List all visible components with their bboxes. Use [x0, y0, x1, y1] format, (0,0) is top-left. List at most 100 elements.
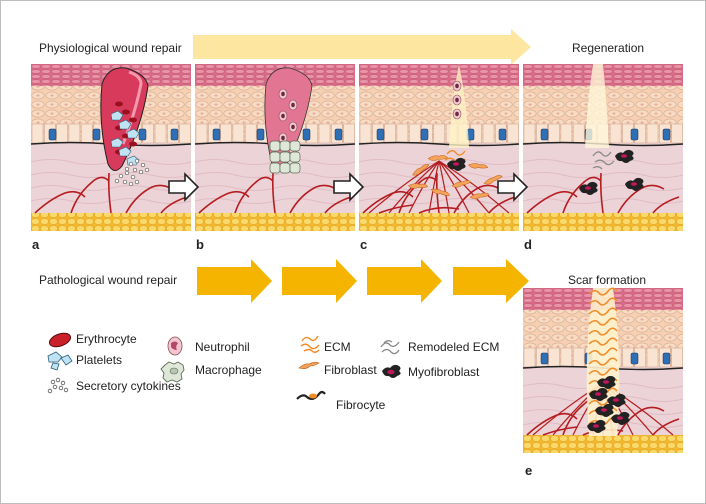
excess-ecm: [588, 287, 618, 296]
cytokine: [118, 173, 124, 179]
macrophage-icon: [160, 361, 185, 383]
basal-nucleus: [138, 128, 147, 141]
blood-vessel: [652, 196, 680, 214]
macrophage: [279, 162, 291, 174]
pathological-wound-repair-label: Pathological wound repair: [39, 273, 178, 287]
blood-vessel: [617, 406, 665, 436]
neutrophil-nucleus: [281, 113, 285, 119]
legend-macrophage: Macrophage: [195, 363, 262, 377]
platelet: [118, 119, 132, 130]
basal-nucleus: [48, 128, 57, 141]
basal-cell: [343, 123, 355, 144]
basal-cell: [56, 123, 68, 144]
neutrophil-nucleus: [455, 83, 459, 89]
basal-cell: [572, 123, 585, 144]
dermal-fiber: [358, 172, 520, 178]
basal-cell: [220, 123, 232, 144]
blood-vessel: [453, 184, 501, 214]
macrophage: [269, 162, 281, 174]
blood-vessel: [398, 176, 438, 214]
excess-ecm: [588, 357, 618, 366]
blood-vessel: [488, 196, 516, 214]
excess-ecm: [588, 297, 618, 306]
basal-cell: [244, 123, 257, 144]
basal-cell: [396, 123, 409, 144]
blood-vessel: [526, 190, 578, 214]
macrophage: [279, 151, 291, 163]
panel-a-wound: [30, 64, 192, 231]
legend-secretory-cytokines: Secretory cytokines: [76, 379, 181, 393]
panel-letter-e: e: [525, 463, 533, 478]
macrophage: [269, 140, 281, 152]
macrophage: [289, 151, 301, 163]
angiogenic-vessel: [368, 160, 440, 214]
remodeled-ecm: [594, 159, 615, 166]
basal-cell: [80, 123, 93, 144]
basal-nucleus: [256, 128, 265, 141]
basal-cell: [482, 123, 495, 144]
basal-cell: [359, 123, 372, 144]
cytokine: [132, 167, 138, 173]
myofibroblast-nucleus: [617, 416, 623, 420]
fibroblast: [451, 180, 472, 188]
dermal-fiber: [194, 185, 356, 191]
legend-fibrocyte: Fibrocyte: [336, 398, 386, 412]
cytokine: [114, 178, 120, 184]
basal-cell: [507, 123, 519, 144]
panel-letter-d: d: [524, 237, 532, 252]
remodeled-ecm-icon: [380, 340, 400, 355]
basal-nucleus: [540, 128, 549, 141]
cytokine: [134, 179, 140, 185]
panel-letter-a: a: [32, 237, 40, 252]
basal-nucleus: [334, 128, 343, 141]
basal-nucleus: [170, 128, 179, 141]
excess-ecm: [588, 337, 618, 346]
fibroblast: [468, 163, 489, 169]
panel-d-regeneration: [522, 64, 684, 231]
basal-cell: [433, 123, 446, 144]
erythrocyte: [129, 141, 137, 147]
subcutaneous-fat: [523, 435, 683, 453]
basal-cell: [523, 123, 536, 144]
fibroblast: [483, 175, 503, 185]
fibroblast-icon: [298, 361, 320, 369]
basal-nucleus: [630, 352, 639, 365]
cytokine: [124, 166, 130, 172]
fibroblast: [469, 192, 490, 200]
transition-arrows: [168, 172, 529, 202]
subcutaneous-fat: [523, 213, 683, 231]
basal-cell: [548, 347, 560, 368]
myofibroblast-nucleus: [621, 154, 627, 158]
basal-nucleus: [662, 128, 671, 141]
basal-cell: [671, 123, 683, 144]
blood-vessel: [418, 206, 460, 214]
myofibroblast-icon: [382, 364, 401, 378]
physiological-arrow: [193, 29, 531, 65]
angiogenic-vessel: [438, 160, 510, 214]
macrophage: [269, 151, 281, 163]
wound-channel: [449, 64, 469, 148]
macrophage: [289, 162, 301, 174]
basal-cell: [548, 123, 560, 144]
neutrophil-nucleus: [281, 91, 285, 97]
legend-platelets: Platelets: [76, 353, 123, 367]
ecm-fiber: [446, 150, 466, 156]
fibrocyte-icon: [296, 390, 326, 401]
basement-membrane: [358, 141, 520, 147]
legend-fibroblast: Fibroblast: [324, 363, 377, 377]
panel-b-inflammation: [194, 64, 356, 231]
dermal-fiber: [194, 172, 356, 178]
basal-cell: [609, 123, 622, 144]
blood-vessel: [125, 184, 173, 214]
myofibroblast-nucleus: [631, 182, 637, 186]
basal-nucleus: [540, 352, 549, 365]
myofibroblast-nucleus: [613, 398, 619, 402]
panel-letter-b: b: [196, 237, 204, 252]
excess-ecm: [588, 367, 618, 376]
basal-cell: [68, 123, 81, 144]
cytokine: [140, 162, 146, 168]
cytokine: [124, 170, 130, 176]
macrophage: [289, 140, 301, 152]
regeneration-label: Regeneration: [572, 41, 645, 55]
